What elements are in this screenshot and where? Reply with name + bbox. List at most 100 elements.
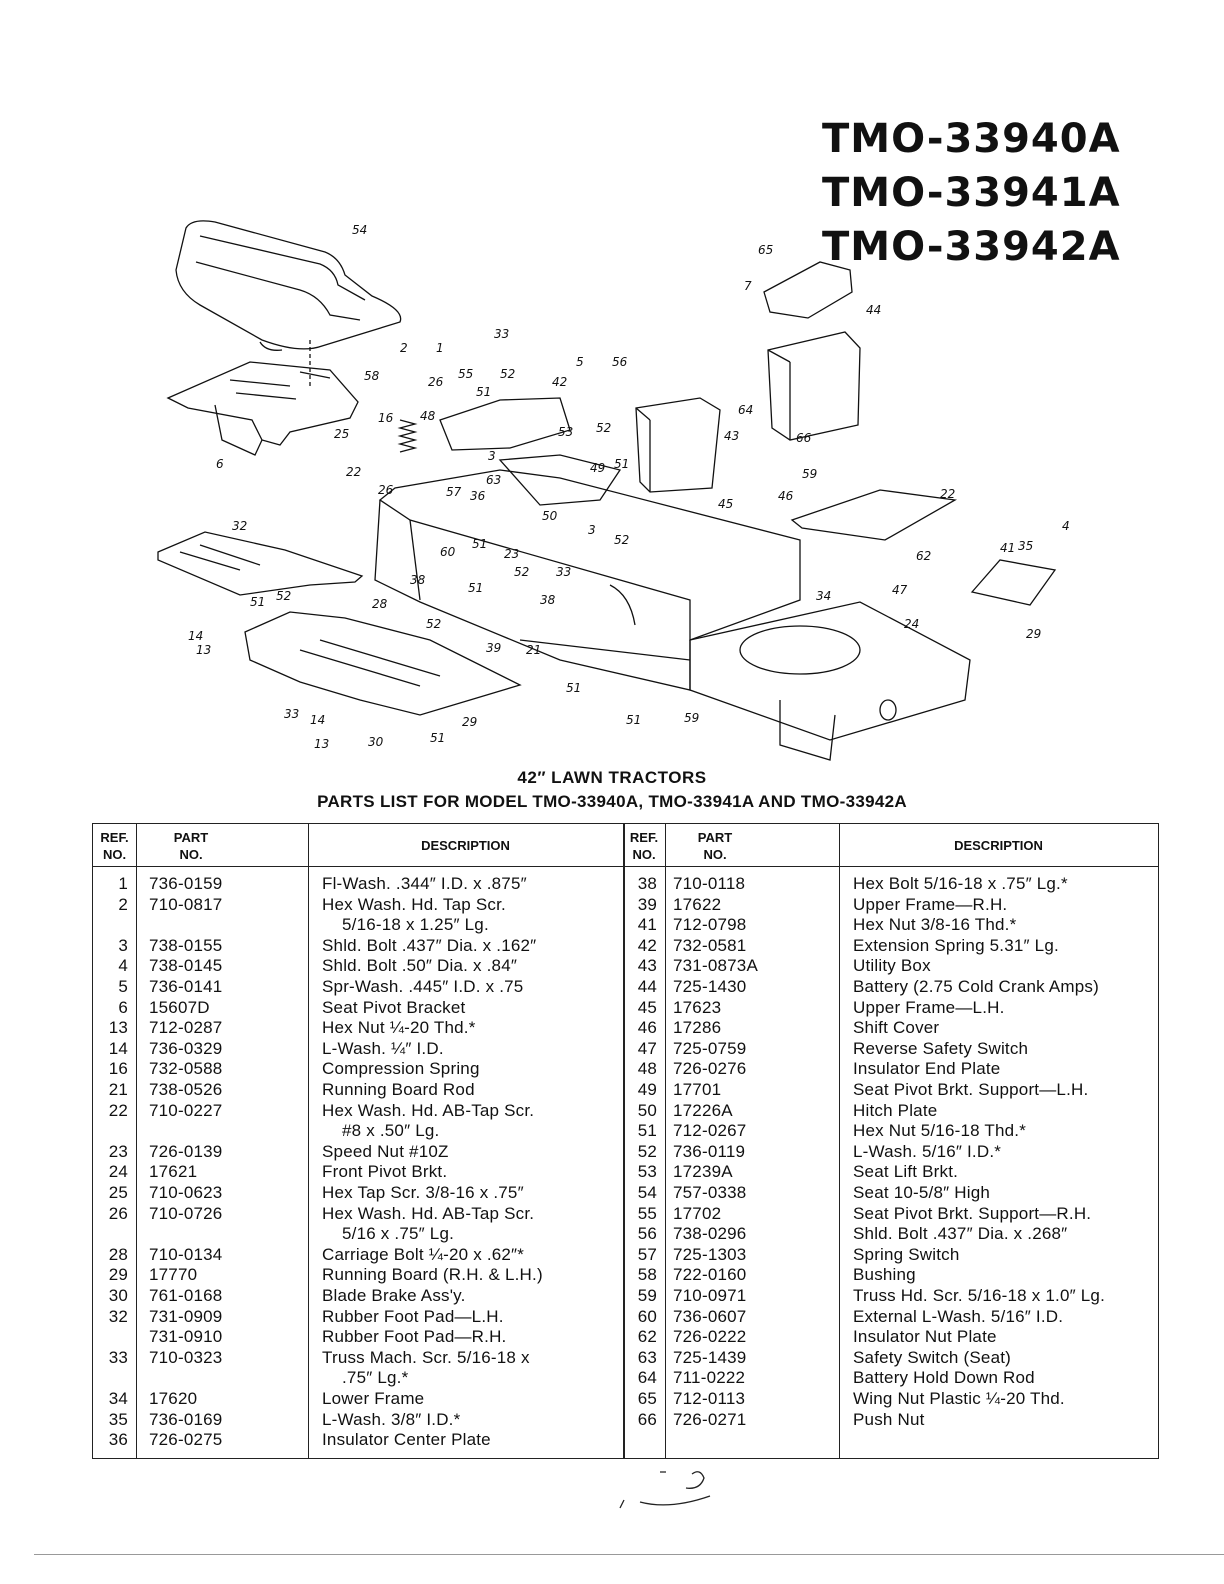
part-number: 17622 — [673, 894, 722, 914]
part-number: 726-0271 — [673, 1409, 747, 1429]
ref-number: 25 — [108, 1183, 128, 1202]
ref-header-line: REF. — [100, 830, 129, 845]
part-description: Blade Brake Ass'y. — [322, 1286, 466, 1305]
part-number: 17621 — [149, 1162, 198, 1182]
callout: 29 — [1026, 627, 1041, 641]
callout: 5 — [576, 355, 584, 369]
model-number: TMO-33940A — [822, 116, 1121, 162]
callout: 49 — [590, 461, 605, 475]
callout: 51 — [476, 385, 491, 399]
part-description: Reverse Safety Switch — [853, 1038, 1029, 1058]
seat-drawing — [175, 220, 402, 350]
ref-number: 56 — [637, 1224, 657, 1244]
part-description: Seat Pivot Brkt. Support—L.H. — [853, 1080, 1089, 1099]
description-header: DESCRIPTION — [421, 838, 510, 853]
callout: 28 — [372, 597, 388, 611]
ref-number: 36 — [108, 1430, 128, 1450]
ref-number: 42 — [637, 935, 657, 955]
part-number: 736-0119 — [673, 1141, 746, 1161]
callout: 48 — [420, 409, 436, 423]
ref-number: 3 — [118, 935, 128, 955]
callout: 30 — [368, 735, 384, 749]
part-description: Rubber Foot Pad—R.H. — [322, 1327, 507, 1347]
ref-number: 38 — [637, 874, 657, 893]
callout: 1 — [436, 341, 444, 355]
callout: 14 — [310, 713, 325, 727]
page-title: 42″ LAWN TRACTORS — [517, 768, 707, 787]
ref-number: 59 — [637, 1286, 657, 1305]
ref-number: 33 — [108, 1347, 128, 1367]
callout: 21 — [526, 643, 541, 657]
part-description: Insulator Center Plate — [322, 1430, 491, 1450]
part-number: 17623 — [673, 997, 722, 1017]
part-description: Speed Nut #10Z — [322, 1141, 449, 1161]
shift-cover-drawing — [790, 489, 957, 541]
ref-number: 2 — [118, 894, 128, 914]
callout: 26 — [378, 483, 394, 497]
part-number: 736-0329 — [149, 1038, 223, 1058]
ref-number: 52 — [637, 1141, 657, 1161]
ref-number: 23 — [108, 1141, 128, 1161]
ref-number: 28 — [108, 1244, 128, 1264]
callout: 13 — [314, 737, 329, 751]
seat-pivot-bracket-drawing — [166, 361, 359, 446]
part-header-line: PART — [697, 830, 733, 845]
page-subtitle: PARTS LIST FOR MODEL TMO-33940A, TMO-339… — [317, 792, 907, 811]
callout: 52 — [276, 589, 291, 603]
part-description: Seat 10-5/8″ High — [853, 1183, 991, 1202]
callout: 22 — [940, 487, 955, 501]
ref-number: 21 — [108, 1080, 128, 1099]
part-number: 738-0145 — [149, 956, 223, 976]
part-number: 736-0141 — [149, 977, 223, 996]
part-description: 5/16-18 x 1.25″ Lg. — [342, 915, 489, 935]
ref-header: REF. NO. — [93, 829, 136, 863]
part-number: 725-1430 — [673, 977, 747, 996]
callout: 33 — [494, 327, 509, 341]
part-number: 738-0296 — [673, 1224, 747, 1244]
part-description: Hex Wash. Hd. AB-Tap Scr. — [322, 1100, 535, 1120]
callout: 41 — [1000, 541, 1015, 555]
model-numbers: TMO-33940A TMO-33941A TMO-33942A — [822, 112, 1152, 274]
part-number: 722-0160 — [673, 1265, 747, 1285]
part-number: 726-0139 — [149, 1141, 223, 1161]
ref-number: 16 — [108, 1059, 128, 1079]
column-divider — [665, 824, 666, 1458]
footer-rule — [34, 1554, 1224, 1555]
part-description: Seat Pivot Bracket — [322, 997, 466, 1017]
column-divider — [623, 824, 625, 1458]
battery-drawing — [767, 331, 861, 441]
part-description: Running Board Rod — [322, 1080, 475, 1099]
callout: 23 — [504, 547, 519, 561]
ref-header: REF. NO. — [623, 829, 665, 863]
part-number: 736-0607 — [673, 1306, 747, 1326]
part-description: Seat Lift Brkt. — [853, 1162, 959, 1182]
part-description: Shift Cover — [853, 1018, 940, 1038]
part-number: 731-0873A — [673, 956, 758, 976]
callout: 62 — [916, 549, 931, 563]
callout: 59 — [684, 711, 699, 725]
callout: 25 — [334, 427, 349, 441]
part-description: Upper Frame—L.H. — [853, 997, 1005, 1017]
part-number: 725-1439 — [673, 1347, 747, 1367]
ref-number: 60 — [637, 1306, 657, 1326]
callout: 2 — [400, 341, 408, 355]
part-description: Shld. Bolt .437″ Dia. x .268″ — [853, 1224, 1068, 1244]
upper-frame-drawing — [378, 469, 801, 641]
column-divider — [308, 824, 309, 1458]
part-number: 736-0169 — [149, 1409, 223, 1429]
part-description: External L-Wash. 5/16″ I.D. — [853, 1306, 1064, 1326]
callout: 51 — [566, 681, 581, 695]
ref-number: 55 — [637, 1203, 657, 1223]
part-number: 738-0526 — [149, 1080, 223, 1099]
ref-number: 46 — [637, 1018, 657, 1038]
callout: 44 — [866, 303, 881, 317]
part-description: Carriage Bolt ¼-20 x .62″* — [322, 1244, 525, 1264]
callout: 38 — [540, 593, 556, 607]
part-number: 15607D — [149, 997, 210, 1017]
ref-number: 51 — [637, 1121, 657, 1141]
part-description: Battery (2.75 Cold Crank Amps) — [853, 977, 1099, 996]
part-number: 761-0168 — [149, 1286, 223, 1305]
ref-number: 57 — [637, 1244, 657, 1264]
part-description: .75″ Lg.* — [342, 1368, 409, 1388]
description-header: DESCRIPTION — [954, 838, 1043, 853]
